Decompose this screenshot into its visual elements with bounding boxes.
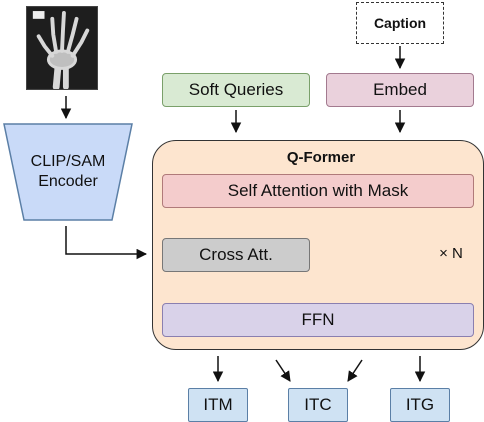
self-attention-box: Self Attention with Mask [162, 174, 474, 208]
arrow-qformer-to-itc-left [275, 359, 291, 382]
ffn-box: FFN [162, 303, 474, 337]
encoder-label-line1: CLIP/SAM [30, 153, 106, 170]
input-xray-image [26, 6, 98, 90]
itm-output-box: ITM [188, 388, 248, 422]
caption-input: Caption [356, 2, 444, 44]
repeat-n-label: × N [439, 244, 463, 262]
cross-attention-box: Cross Att. [162, 238, 310, 272]
hand-xray-drawing [27, 7, 97, 89]
itc-output-box: ITC [288, 388, 348, 422]
qformer-title: Q-Former [286, 148, 356, 166]
encoder-shape [3, 123, 133, 221]
soft-queries-box: Soft Queries [162, 73, 310, 107]
itg-output-box: ITG [390, 388, 450, 422]
encoder-label-line2: Encoder [38, 173, 98, 190]
arrow-encoder-to-cross-att [65, 226, 148, 260]
arrow-qformer-to-itc-right [347, 359, 363, 382]
encoder-label: CLIP/SAM Encoder [2, 124, 134, 220]
embed-box: Embed [326, 73, 474, 107]
